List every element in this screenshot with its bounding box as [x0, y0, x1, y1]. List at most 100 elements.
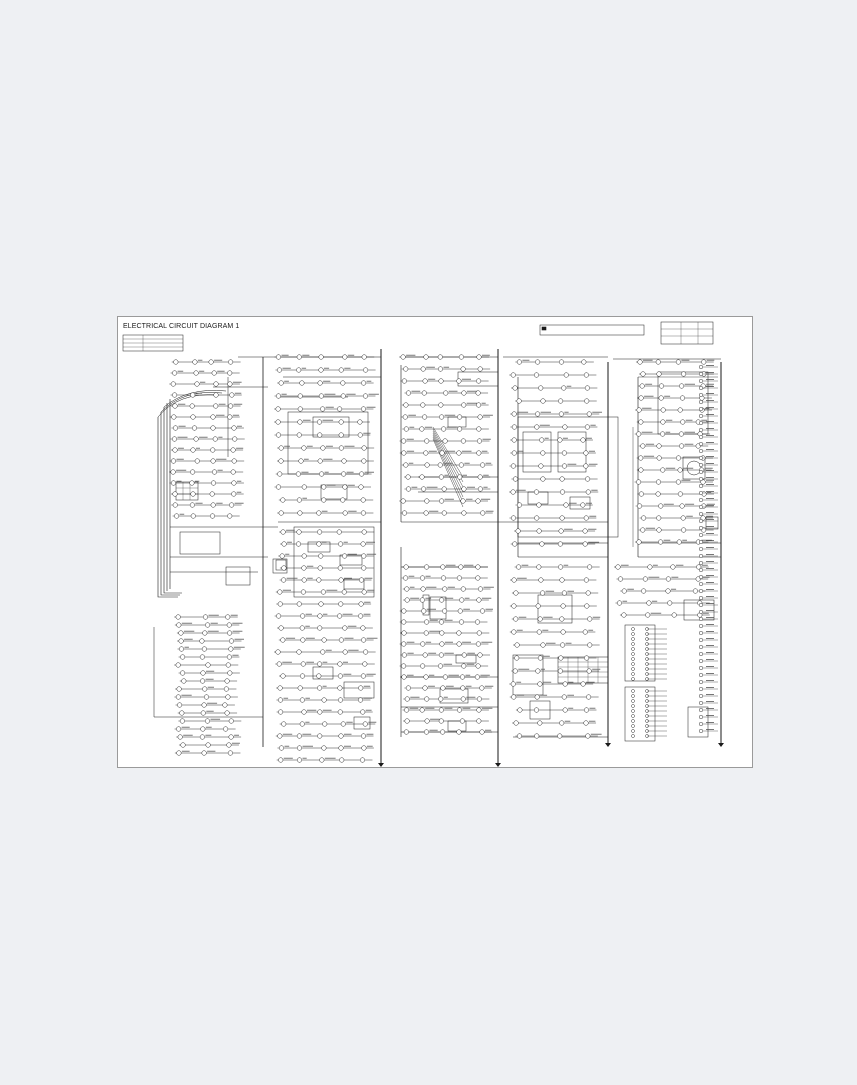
- wire-label: [586, 681, 595, 683]
- connector-node: [700, 479, 706, 485]
- connector-node: [321, 745, 327, 751]
- wire-label: [428, 685, 435, 687]
- wire-label: [207, 750, 216, 752]
- connector-node: [170, 480, 177, 486]
- wire-label: [585, 502, 592, 504]
- connector-node: [205, 742, 211, 748]
- connector-node: [660, 467, 666, 473]
- connector-node: [338, 577, 344, 583]
- connector-node: [194, 458, 200, 464]
- wire-label: [567, 463, 577, 465]
- connector-node: [677, 467, 683, 473]
- connector-node: [698, 644, 704, 650]
- connector-node: [516, 398, 522, 404]
- connector-node: [698, 406, 704, 412]
- connector-node: [403, 402, 409, 408]
- wire-label: [283, 757, 293, 759]
- wire-label: [706, 722, 714, 723]
- wire-label: [706, 666, 714, 667]
- connector-node: [317, 733, 323, 739]
- connector-node: [227, 630, 233, 636]
- connector-node: [537, 720, 543, 726]
- connector-node: [404, 597, 410, 603]
- connector-node: [631, 704, 635, 708]
- connector-node: [561, 450, 567, 456]
- connector-node: [173, 359, 179, 365]
- connector-node: [278, 625, 284, 631]
- wire-label: [232, 630, 243, 632]
- connector-node: [584, 655, 590, 661]
- wire-label: [706, 491, 714, 492]
- wire-label: [322, 661, 328, 663]
- wire-label: [650, 612, 662, 614]
- connector-node: [342, 553, 348, 559]
- connector-node: [277, 733, 283, 739]
- connector-node: [176, 726, 182, 732]
- connector-node: [278, 445, 284, 451]
- connector-node: [583, 515, 589, 521]
- connector-node: [361, 565, 367, 571]
- wire-label: [545, 590, 555, 592]
- wire-label: [321, 510, 328, 512]
- wire-label: [516, 489, 526, 491]
- wire-label: [348, 649, 359, 651]
- wire-label: [643, 359, 653, 361]
- connector-node: [193, 370, 199, 376]
- wire-label: [230, 614, 238, 616]
- connector-node: [456, 378, 462, 384]
- connector-node: [362, 661, 368, 667]
- wire-label: [178, 403, 186, 405]
- wire-label: [706, 512, 714, 513]
- connector-node: [698, 560, 704, 566]
- connector-node: [586, 411, 592, 417]
- wire-label: [444, 707, 453, 709]
- wire-label: [592, 668, 601, 670]
- connector-node: [403, 426, 409, 432]
- wire-label: [466, 498, 473, 500]
- wire-label: [542, 681, 552, 683]
- wire-label: [176, 469, 187, 471]
- connector-node: [475, 390, 481, 396]
- connector-node: [458, 564, 464, 570]
- connector-node: [200, 670, 206, 676]
- connector-node: [438, 474, 444, 480]
- wire-label: [207, 702, 218, 704]
- connector-node: [538, 463, 544, 469]
- connector-node: [401, 641, 407, 647]
- connector-node: [299, 380, 305, 386]
- wire-label: [706, 729, 714, 730]
- connector-node: [631, 719, 635, 723]
- connector-node: [675, 359, 681, 365]
- wire-label: [706, 383, 714, 385]
- wire-label: [425, 597, 432, 599]
- connector-node: [301, 577, 307, 583]
- wire-label: [285, 637, 296, 639]
- connector-node: [422, 652, 428, 658]
- connector-node: [658, 503, 664, 509]
- connector-node: [296, 354, 302, 360]
- connector-node: [295, 471, 301, 477]
- wire-label: [590, 733, 602, 735]
- wire-label: [409, 426, 415, 428]
- wire-label: [706, 631, 714, 632]
- wire-label: [426, 366, 435, 368]
- connector-node: [210, 502, 216, 508]
- connector-node: [476, 696, 482, 702]
- connector-node: [660, 419, 666, 425]
- connector-node: [658, 539, 664, 545]
- wire-label: [706, 498, 714, 499]
- wire-label: [706, 379, 714, 380]
- connector-node: [558, 359, 565, 365]
- connector-node: [317, 709, 323, 715]
- wire-label: [588, 463, 598, 465]
- wire-label: [444, 597, 454, 599]
- connector-node: [361, 553, 367, 559]
- wire-label: [305, 613, 312, 615]
- wire-label: [199, 370, 205, 372]
- wire-label: [645, 383, 653, 385]
- wire-label: [306, 661, 314, 663]
- wire-label: [216, 458, 227, 460]
- wire-label: [183, 630, 195, 632]
- wire-label: [706, 617, 714, 618]
- wire-label: [368, 393, 379, 395]
